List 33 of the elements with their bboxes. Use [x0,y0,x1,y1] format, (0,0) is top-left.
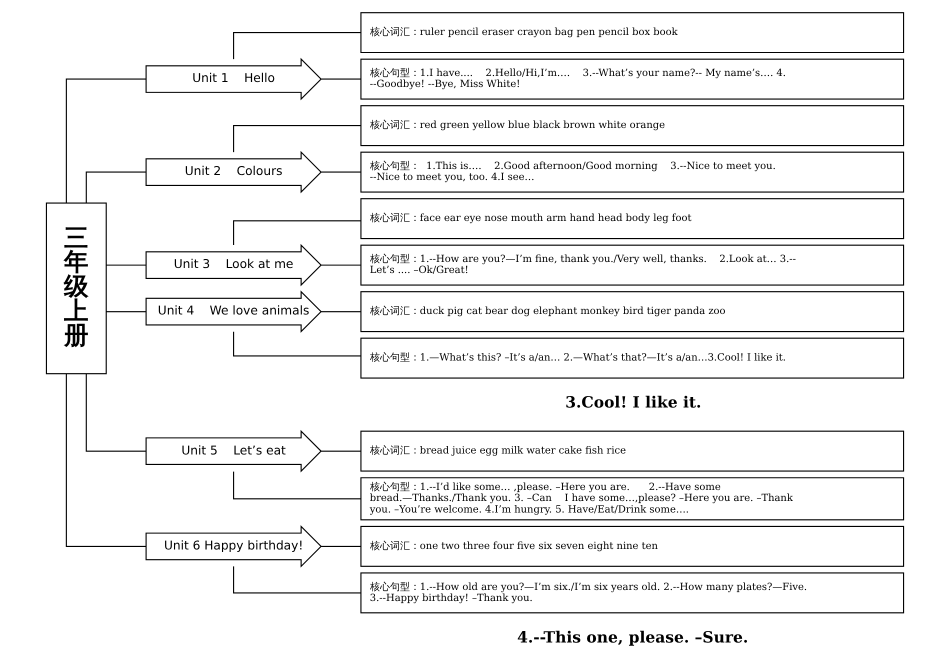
connector [321,172,361,173]
connector [66,78,146,203]
node-box: 核心词汇：red green yellow blue black brown white orange [360,105,904,146]
connector [233,32,361,60]
connector [66,374,146,547]
connector [86,172,146,203]
node-box: 三年级上册 [46,202,107,374]
connector [106,264,146,266]
node-box: 核心句型：1.--How are you?—I’m fine, thank you./Very well, thanks. 2.Look at… 3.--Let’s .... –Ok/Great! [360,244,904,286]
connector [233,220,361,246]
node-box: 核心词汇：one two three four five six seven eight nine ten [360,526,904,567]
node-box: 核心词汇：bread juice egg milk water cake fish rice [360,430,904,472]
label: 4.--This one, please. –Sure. [517,627,748,646]
node-box: 核心句型： 1.This is…. 2.Good afternoon/Good morning 3.--Nice to meet you. --Nice to meet you, too. 4.I see… [360,152,904,193]
connector [233,566,361,594]
node-box: 核心句型：1.--I’d like some… ,please. –Here you are. 2.--Have some bread.—Thanks./Thank you. 3. –Can I have some…,please? –Here you are. –Thank you. –You’re welcome. 4.I’m hungry. 5. Have/Eat/Drink some…. [360,477,904,520]
node-box: 核心词汇：face ear eye nose mouth arm hand head body leg foot [360,198,904,240]
connector [321,450,361,452]
connector [321,264,361,266]
label: 3.Cool! I like it. [565,392,702,412]
node-box: 核心句型：1.I have.... 2.Hello/Hi,I’m…. 3.--What’s your name?-- My name’s…. 4.--Goodbye! --Bye, Miss White! [360,58,904,100]
connector [233,332,361,356]
connector [106,311,146,312]
node-box: 核心词汇：duck pig cat bear dog elephant monkey bird tiger panda zoo [360,291,904,332]
node-box: 核心句型：1.—What’s this? –It’s a/an… 2.—What’s that?—It’s a/an…3.Cool! I like it. [360,338,904,379]
connector [321,78,361,80]
connector [86,374,146,452]
node-box: 核心词汇：ruler pencil eraser crayon bag pen pencil box book [360,12,904,54]
node-box: 核心句型：1.--How old are you?—I’m six./I’m six years old. 2.--How many plates?—Five. 3.--Happy birthday! –Thank you. [360,572,904,614]
connector [233,472,361,500]
connector [321,546,361,547]
connector [233,125,361,152]
connector [321,311,361,312]
